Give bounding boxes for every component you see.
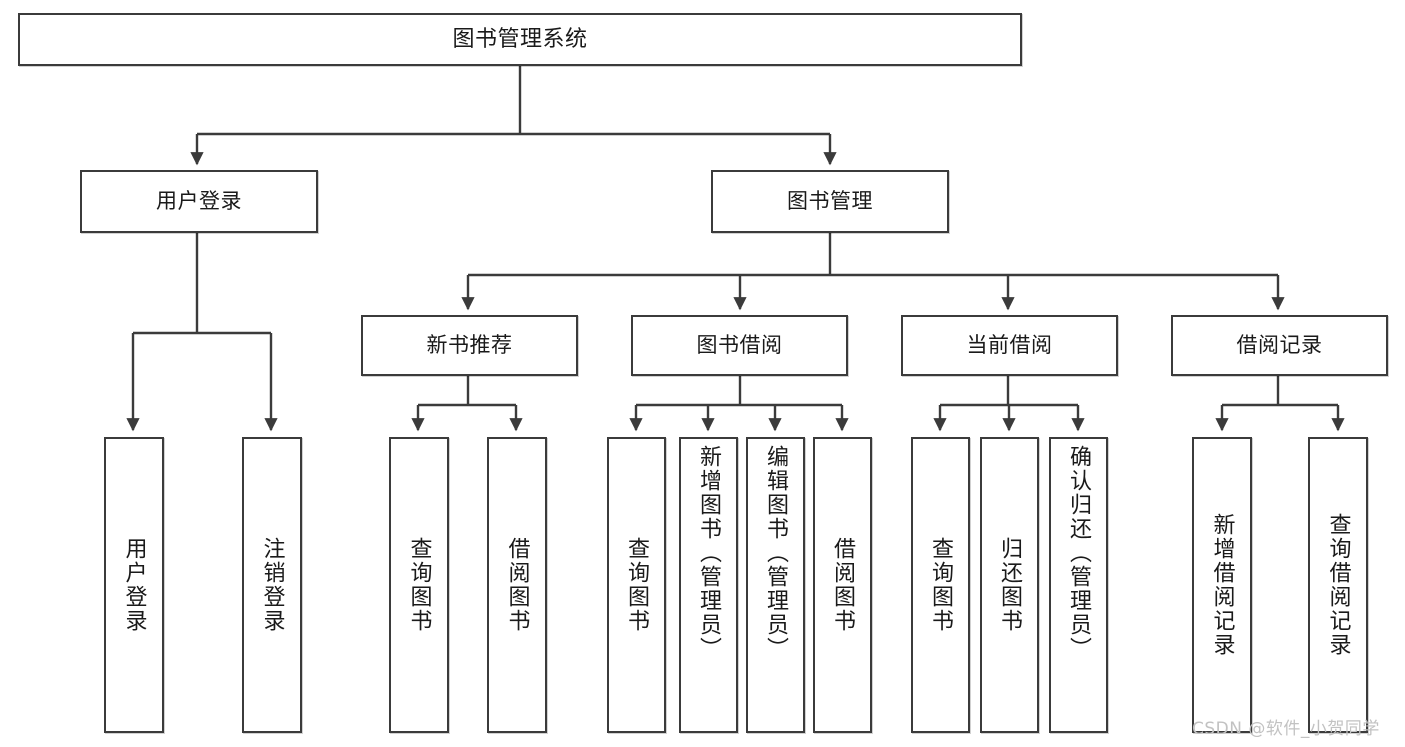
- leaf-add-book[interactable]: 新增图书（管理员）: [679, 437, 738, 733]
- node-book-borrow-label: 图书借阅: [696, 333, 783, 358]
- node-borrow-record-label: 借阅记录: [1236, 333, 1323, 358]
- leaf-query-book-1[interactable]: 查询图书: [389, 437, 449, 733]
- leaf-add-book-label: 新增图书（管理员）: [696, 445, 722, 661]
- node-current-borrow[interactable]: 当前借阅: [901, 315, 1118, 376]
- leaf-query-book-2-label: 查询图书: [624, 537, 650, 633]
- leaf-borrow-book-2[interactable]: 借阅图书: [813, 437, 872, 733]
- leaf-return-book[interactable]: 归还图书: [980, 437, 1039, 733]
- leaf-query-book-3-label: 查询图书: [928, 537, 954, 633]
- leaf-logout-login[interactable]: 注销登录: [242, 437, 302, 733]
- node-user-login-label: 用户登录: [156, 189, 242, 214]
- node-book-manage[interactable]: 图书管理: [711, 170, 949, 233]
- leaf-add-borrow-record-label: 新增借阅记录: [1209, 513, 1235, 657]
- leaf-query-book-1-label: 查询图书: [406, 537, 432, 633]
- leaf-return-book-label: 归还图书: [997, 537, 1023, 633]
- watermark: CSDN @软件_小贺同学: [1192, 719, 1380, 739]
- leaf-query-borrow-record-label: 查询借阅记录: [1325, 513, 1351, 657]
- leaf-user-login-label: 用户登录: [121, 537, 147, 633]
- node-root[interactable]: 图书管理系统: [18, 13, 1022, 66]
- leaf-add-borrow-record[interactable]: 新增借阅记录: [1192, 437, 1252, 733]
- node-current-borrow-label: 当前借阅: [966, 333, 1053, 358]
- leaf-logout-login-label: 注销登录: [259, 537, 285, 633]
- leaf-query-book-3[interactable]: 查询图书: [911, 437, 970, 733]
- leaf-borrow-book-1-label: 借阅图书: [504, 537, 530, 633]
- leaf-edit-book-label: 编辑图书（管理员）: [763, 445, 789, 661]
- node-new-book-recommend[interactable]: 新书推荐: [361, 315, 578, 376]
- leaf-edit-book[interactable]: 编辑图书（管理员）: [746, 437, 805, 733]
- leaf-user-login[interactable]: 用户登录: [104, 437, 164, 733]
- node-new-book-recommend-label: 新书推荐: [426, 333, 513, 358]
- leaf-query-book-2[interactable]: 查询图书: [607, 437, 666, 733]
- leaf-borrow-book-2-label: 借阅图书: [830, 537, 856, 633]
- node-borrow-record[interactable]: 借阅记录: [1171, 315, 1388, 376]
- leaf-borrow-book-1[interactable]: 借阅图书: [487, 437, 547, 733]
- node-book-borrow[interactable]: 图书借阅: [631, 315, 848, 376]
- leaf-confirm-return-label: 确认归还（管理员）: [1066, 445, 1092, 661]
- leaf-query-borrow-record[interactable]: 查询借阅记录: [1308, 437, 1368, 733]
- node-root-label: 图书管理系统: [452, 26, 588, 52]
- node-book-manage-label: 图书管理: [787, 189, 873, 214]
- node-user-login[interactable]: 用户登录: [80, 170, 318, 233]
- leaf-confirm-return[interactable]: 确认归还（管理员）: [1049, 437, 1108, 733]
